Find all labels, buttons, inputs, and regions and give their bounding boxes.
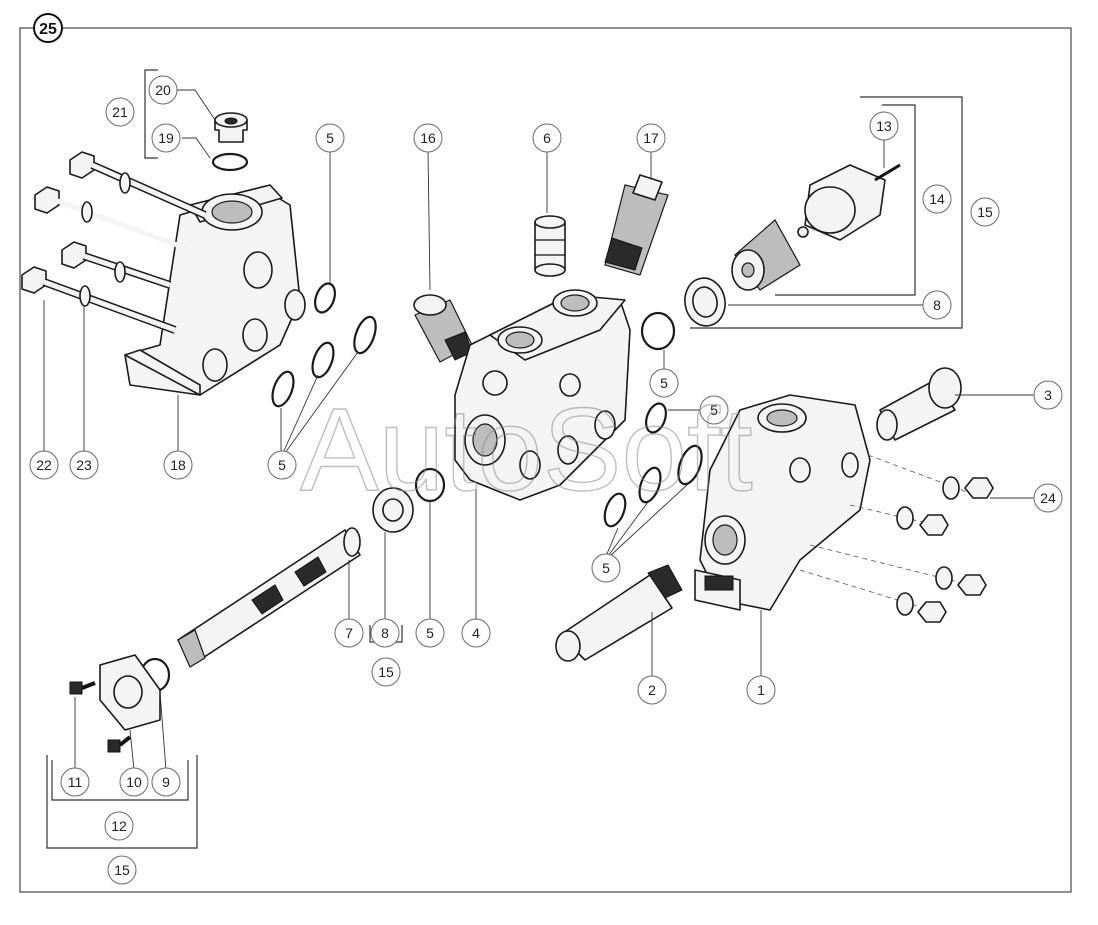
callout-20: 20 (148, 75, 178, 105)
callout-1: 1 (746, 675, 776, 705)
figure-number-badge: 25 (33, 13, 63, 43)
callout-4-label: 4 (472, 625, 480, 641)
nuts-part-24 (799, 454, 994, 623)
callout-23-label: 23 (76, 457, 92, 473)
callout-5c: 5 (649, 368, 679, 398)
inlet-body-part-1 (694, 394, 871, 611)
seal-part-8-upper (684, 277, 726, 327)
fitting-part-3 (876, 367, 962, 441)
callout-21-label: 21 (112, 104, 128, 120)
callout-24: 24 (1033, 483, 1063, 513)
callout-7: 7 (334, 618, 364, 648)
callout-7-label: 7 (345, 625, 353, 641)
callout-8b-label: 8 (933, 297, 941, 313)
callout-8a-label: 8 (381, 625, 389, 641)
callout-15a: 15 (970, 197, 1000, 227)
relief-valve-part-17 (604, 174, 669, 276)
bracket-group-21 (144, 69, 158, 159)
end-cover-housing-part-18 (124, 184, 306, 396)
callout-10: 10 (119, 767, 149, 797)
callout-21: 21 (105, 97, 135, 127)
callout-3-label: 3 (1044, 387, 1052, 403)
callout-15c: 15 (107, 855, 137, 885)
figure-number: 25 (39, 21, 57, 38)
callout-18: 18 (163, 450, 193, 480)
valve-body-part-4 (454, 289, 631, 501)
callout-4: 4 (461, 618, 491, 648)
callout-5c-label: 5 (660, 375, 668, 391)
valve-cartridge-part-16 (413, 294, 473, 363)
callout-19-label: 19 (158, 130, 174, 146)
callout-15b-label: 15 (378, 664, 394, 680)
callout-1-label: 1 (757, 682, 765, 698)
diagram-frame (19, 27, 1072, 893)
callout-5e-label: 5 (426, 625, 434, 641)
seal-ring-part-19 (211, 152, 249, 172)
callout-19: 19 (151, 123, 181, 153)
callout-8a: 8 (370, 618, 400, 648)
callout-12: 12 (104, 811, 134, 841)
callout-17: 17 (636, 123, 666, 153)
callout-5d: 5 (699, 395, 729, 425)
callout-9-label: 9 (162, 774, 170, 790)
callout-15c-label: 15 (114, 862, 130, 878)
callout-2-label: 2 (648, 682, 656, 698)
callout-13-label: 13 (876, 118, 892, 134)
callout-24-label: 24 (1040, 490, 1056, 506)
callout-18-label: 18 (170, 457, 186, 473)
callout-9: 9 (151, 767, 181, 797)
callout-11-label: 11 (68, 774, 83, 790)
callout-15a-label: 15 (977, 204, 993, 220)
callout-5e: 5 (415, 618, 445, 648)
callout-20-label: 20 (155, 82, 171, 98)
callout-23: 23 (69, 450, 99, 480)
spring-assembly-part-14 (731, 219, 801, 291)
callout-22-label: 22 (36, 457, 52, 473)
callout-5d-label: 5 (710, 402, 718, 418)
spool-part-7 (177, 527, 361, 668)
callout-2: 2 (637, 675, 667, 705)
callout-5a-label: 5 (326, 130, 334, 146)
callout-15b: 15 (371, 657, 401, 687)
callout-14: 14 (922, 184, 952, 214)
callout-8b: 8 (922, 290, 952, 320)
bracket-group-12 (51, 760, 189, 801)
bracket-group-15-bottom (46, 755, 198, 849)
washer-part-8-lower (372, 487, 414, 533)
callout-16: 16 (413, 123, 443, 153)
callout-6-label: 6 (543, 130, 551, 146)
callout-11: 11 (60, 767, 90, 797)
bracket-group-14 (775, 104, 916, 296)
check-valve-part-6 (534, 215, 566, 277)
callout-16-label: 16 (420, 130, 436, 146)
callout-3: 3 (1033, 380, 1063, 410)
callout-22: 22 (29, 450, 59, 480)
screws-part-11 (69, 681, 132, 753)
callout-10-label: 10 (126, 774, 142, 790)
plug-part-20 (214, 112, 248, 143)
watermark: AutoSoft (300, 384, 753, 516)
bolts-part-22 (21, 151, 207, 334)
callout-14-label: 14 (929, 191, 945, 207)
callout-6: 6 (532, 123, 562, 153)
callout-5b: 5 (267, 450, 297, 480)
o-rings-part-5-center (414, 311, 703, 528)
callout-13: 13 (869, 111, 899, 141)
leader-lines (43, 89, 1036, 771)
callout-5b-label: 5 (278, 457, 286, 473)
relief-cartridge-part-2 (555, 564, 683, 662)
callout-12-label: 12 (111, 818, 127, 834)
spring-cover-part-13 (797, 163, 901, 241)
flange-part-10 (99, 654, 161, 731)
callout-5f: 5 (591, 553, 621, 583)
callout-5f-label: 5 (602, 560, 610, 576)
callout-5a: 5 (315, 123, 345, 153)
bracket-group-15-top (690, 96, 963, 329)
washers-part-23 (79, 172, 131, 307)
callout-17-label: 17 (643, 130, 659, 146)
